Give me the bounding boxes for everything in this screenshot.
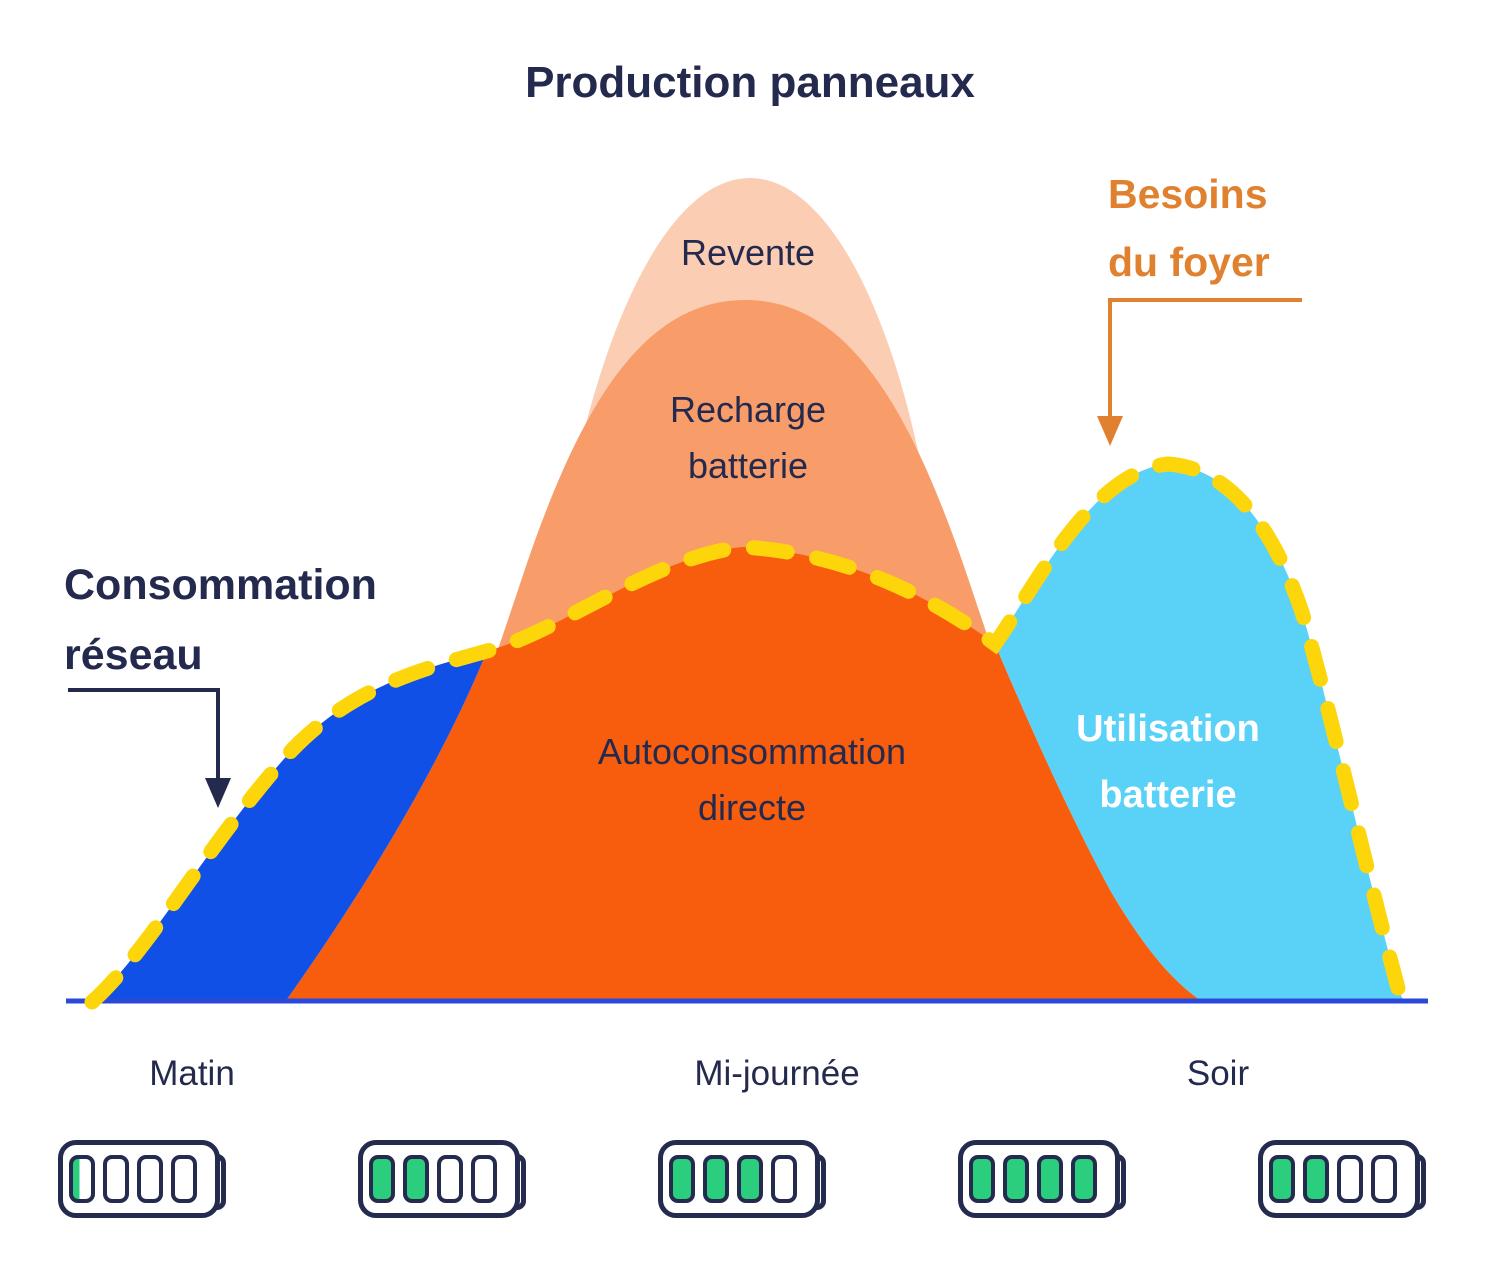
consommation-arrow-icon bbox=[68, 688, 231, 808]
battery-icon bbox=[958, 1140, 1128, 1218]
battery-icon bbox=[1258, 1140, 1428, 1218]
battery-icon bbox=[358, 1140, 528, 1218]
chart-title: Production panneaux bbox=[525, 58, 975, 107]
battery-icon bbox=[658, 1140, 828, 1218]
battery-icon bbox=[58, 1140, 228, 1218]
x-axis-label-matin: Matin bbox=[149, 1054, 235, 1093]
x-axis-label-soir: Soir bbox=[1186, 1054, 1250, 1093]
besoins-dashed-curve bbox=[84, 456, 1406, 1010]
area-consommation-reseau bbox=[92, 651, 487, 1002]
area-utilisation-batterie bbox=[995, 464, 1405, 1002]
area-autoconsommation bbox=[285, 547, 1203, 1002]
revente-region-label: Revente bbox=[680, 232, 816, 273]
x-axis-label-mi-journee: Mi-journée bbox=[694, 1054, 860, 1093]
battery-gauge-row bbox=[58, 1140, 1428, 1218]
besoins-arrow-icon bbox=[1097, 298, 1302, 446]
